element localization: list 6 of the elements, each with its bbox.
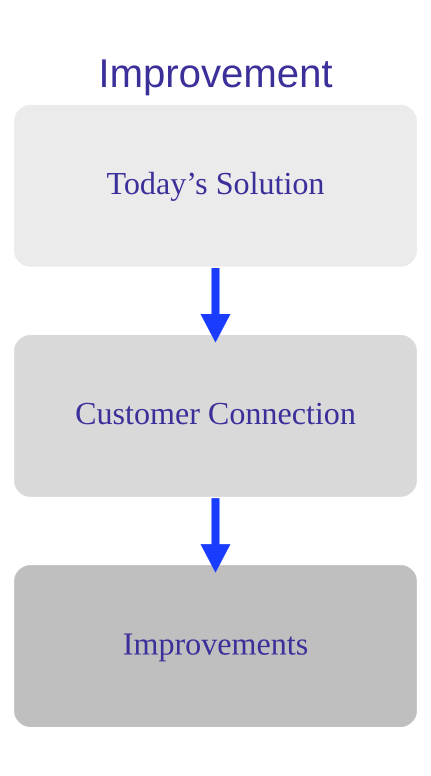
node-box: Customer Connection: [12, 333, 418, 498]
node-box: Today’s Solution: [12, 103, 418, 268]
arrow: [200, 267, 231, 342]
arrow: [200, 498, 231, 572]
diagram-title: Improvement: [98, 50, 333, 96]
node-box: Improvements: [12, 563, 418, 728]
